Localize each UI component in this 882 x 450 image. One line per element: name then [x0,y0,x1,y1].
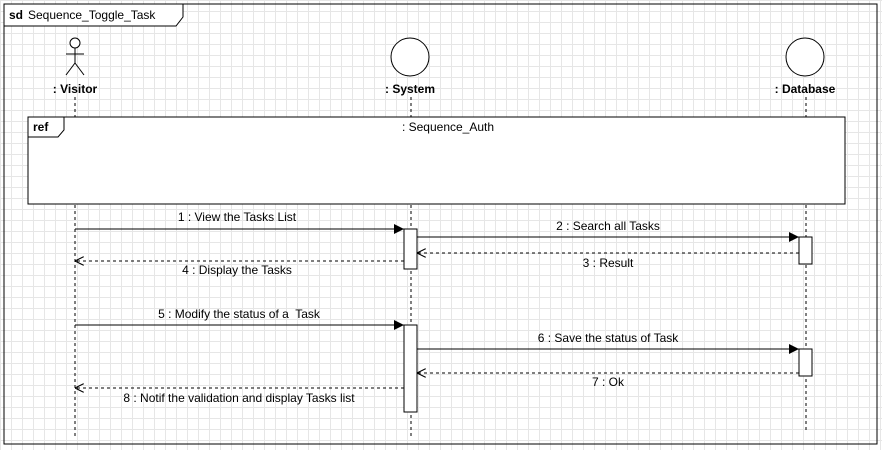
activation-database-1 [798,236,813,265]
message-label-8: 8 : Notif the validation and display Tas… [123,391,355,405]
lifeline-label-database: : Database [775,82,836,96]
message-label-5: 5 : Modify the status of a Task [158,307,321,321]
activation-database-2 [798,348,813,377]
message-label-3: 3 : Result [583,256,634,270]
frame-title: Sequence_Toggle_Task [28,8,156,22]
message-label-1: 1 : View the Tasks List [178,210,297,224]
entity-icon-database [785,37,825,77]
frame-border [3,3,878,445]
lifeline-label-system: : System [385,82,435,96]
activation-system-1 [403,228,418,270]
lifeline-label-visitor: : Visitor [53,82,98,96]
message-label-6: 6 : Save the status of Task [538,331,680,345]
frame-tab [3,3,184,27]
actor-icon [65,37,85,76]
activation-system-2 [403,324,418,413]
ref-label: : Sequence_Auth [402,120,494,134]
message-label-2: 2 : Search all Tasks [556,219,660,233]
frame-kind: sd [9,8,23,22]
message-label-4: 4 : Display the Tasks [182,263,292,277]
message-label-7: 7 : Ok [592,375,625,389]
ref-tag: ref [33,120,49,134]
entity-icon-system [390,37,430,77]
ref-tab [27,116,65,138]
ref-fragment [27,116,846,205]
